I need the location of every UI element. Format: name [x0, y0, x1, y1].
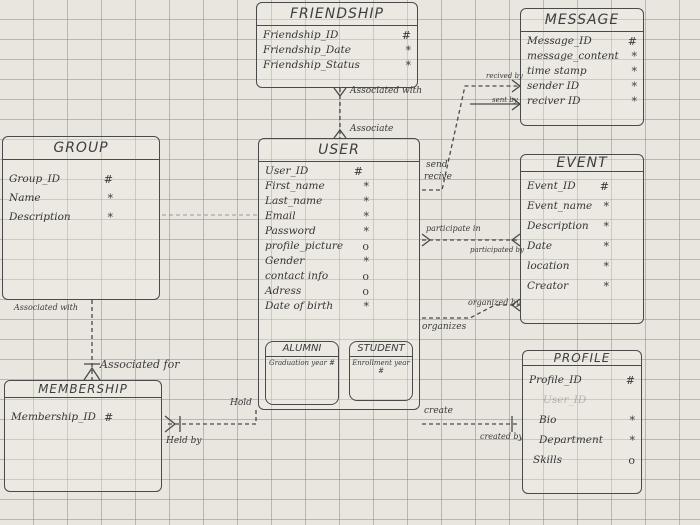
attribute-row: Email*: [265, 210, 369, 223]
participate-crowfoot-event: [510, 233, 521, 247]
attribute-row: Friendship_ID#: [263, 29, 411, 42]
organize-crowfoot: [510, 298, 521, 312]
profile-attributes: Profile_ID# User_ID Bio* Department* Ski…: [523, 366, 641, 472]
attribute-row: Department*: [539, 433, 635, 447]
user-attributes: User_ID# First_name* Last_name* Email* P…: [259, 162, 419, 316]
attribute-row: Friendship_Status*: [263, 59, 411, 72]
label-organizes: organizes: [422, 322, 467, 332]
entity-membership: MEMBERSHIP Membership_ID#: [4, 380, 162, 492]
attribute-row: Event_ID#: [527, 179, 609, 193]
membership-crowfoot-right: [164, 415, 177, 433]
membership-crowfoot-top: [83, 366, 101, 381]
attribute-row: Password*: [265, 225, 369, 238]
label-hold: Hold: [230, 398, 252, 408]
label-create: create: [424, 406, 453, 416]
user-title: USER: [259, 139, 419, 162]
attribute-row: Membership_ID#: [11, 411, 114, 424]
message-attributes: Message_ID# message_content* time stamp*…: [521, 32, 643, 111]
friendship-crowfoot: [333, 87, 347, 98]
user-crowfoot-top: [333, 128, 347, 139]
profile-title: PROFILE: [523, 351, 641, 366]
label-participated-by: participated by: [470, 246, 524, 254]
attribute-row: First_name*: [265, 180, 369, 193]
entity-friendship: FRIENDSHIP Friendship_ID# Friendship_Dat…: [256, 2, 418, 88]
attribute-row: User_ID#: [265, 165, 363, 178]
student-title: STUDENT: [350, 342, 412, 357]
participate-crowfoot-user: [421, 233, 432, 247]
attribute-row: sender ID*: [527, 80, 637, 93]
attribute-row: message_content*: [527, 50, 637, 63]
attribute-row: reciver ID*: [527, 95, 637, 108]
attribute-row: Friendship_Date*: [263, 44, 411, 57]
attribute-row: Bio*: [539, 413, 635, 427]
group-attributes: Group_ID# Name* Description*: [3, 160, 159, 229]
attribute-row: Date*: [527, 239, 609, 253]
attribute-row: time stamp*: [527, 65, 637, 78]
attribute-row: Event_name*: [527, 199, 609, 213]
label-send: send: [426, 160, 448, 170]
subtype-student: STUDENT Enrollment year #: [349, 341, 413, 401]
alumni-title: ALUMNI: [266, 342, 338, 357]
label-held-by: Held by: [166, 436, 202, 446]
event-attributes: Event_ID# Event_name* Description* Date*…: [521, 172, 643, 298]
student-attribute: Enrollment year #: [352, 359, 410, 375]
attribute-row: Name*: [9, 192, 113, 205]
label-created-by: created by: [480, 432, 524, 441]
label-associated-for: Associated for: [100, 358, 180, 371]
friendship-attributes: Friendship_ID# Friendship_Date* Friendsh…: [257, 26, 417, 75]
label-recive: recive: [424, 172, 452, 182]
entity-event: EVENT Event_ID# Event_name* Description*…: [520, 154, 644, 324]
attribute-row: Last_name*: [265, 195, 369, 208]
organize-line: [422, 304, 520, 319]
attribute-row: Date of birth*: [265, 300, 369, 313]
friendship-title: FRIENDSHIP: [257, 3, 417, 26]
membership-attributes: Membership_ID#: [5, 398, 161, 427]
label-participate-in: participate in: [426, 224, 481, 233]
message-user-line: [422, 85, 520, 191]
message-title: MESSAGE: [521, 9, 643, 32]
label-recived-by: recived by: [486, 72, 523, 80]
attribute-row: Gender*: [265, 255, 369, 268]
label-organized-by: organized by: [468, 298, 521, 307]
attribute-row: Group_ID#: [9, 173, 113, 186]
label-sent-by: sent by: [492, 96, 518, 104]
attribute-row: User_ID: [543, 393, 587, 406]
attribute-row: Creator*: [527, 279, 609, 293]
alumni-attribute: Graduation year #: [269, 359, 335, 367]
subtype-alumni: ALUMNI Graduation year #: [265, 341, 339, 405]
user-membership-line: [165, 410, 257, 425]
label-associated-with-group: Associated with: [14, 303, 78, 312]
label-associate: Associate: [350, 124, 394, 134]
entity-message: MESSAGE Message_ID# message_content* tim…: [520, 8, 644, 126]
entity-profile: PROFILE Profile_ID# User_ID Bio* Departm…: [522, 350, 642, 494]
membership-title: MEMBERSHIP: [5, 381, 161, 398]
label-associated-with-top: Associated with: [350, 86, 422, 96]
entity-user: USER User_ID# First_name* Last_name* Ema…: [258, 138, 420, 410]
attribute-row: location*: [527, 259, 609, 273]
attribute-row: Profile_ID#: [529, 373, 635, 387]
group-title: GROUP: [3, 137, 159, 160]
attribute-row: Description*: [527, 219, 609, 233]
attribute-row: Description*: [9, 211, 113, 224]
entity-group: GROUP Group_ID# Name* Description*: [2, 136, 160, 300]
event-title: EVENT: [521, 155, 643, 172]
attribute-row: Message_ID#: [527, 35, 637, 48]
